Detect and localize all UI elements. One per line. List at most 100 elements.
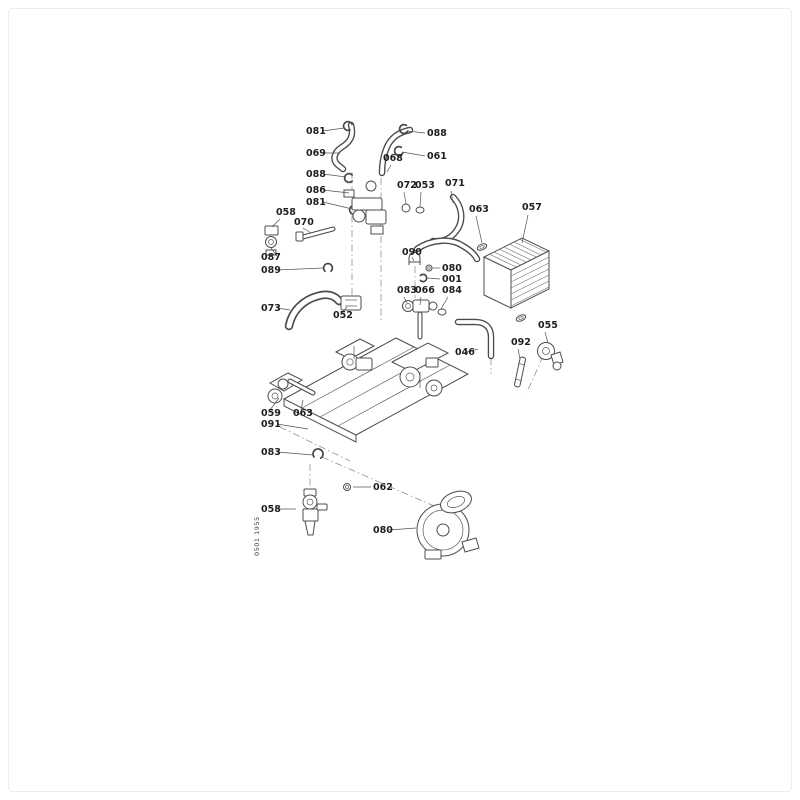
part-label-058a: 058: [276, 207, 296, 218]
pipe-071: [429, 193, 465, 245]
ring-080: [425, 264, 433, 272]
label-leader-080b: [388, 527, 417, 531]
part-label-084: 084: [442, 285, 462, 296]
label-leader-059: [269, 397, 280, 411]
label-leader-087: [270, 247, 278, 257]
label-leader-057: [521, 214, 529, 244]
label-leader-063b: [300, 399, 304, 411]
part-label-071: 071: [445, 178, 465, 189]
valve-058-bottom: [302, 488, 328, 536]
part-label-083a: 083: [397, 285, 417, 296]
part-label-081a: 081: [306, 126, 326, 137]
label-leader-072: [403, 191, 407, 205]
part-055: [537, 342, 564, 371]
pipe-069: [331, 121, 356, 173]
clip-083-bottom: [312, 448, 324, 459]
part-label-081b: 081: [306, 197, 326, 208]
clamp-090: [408, 252, 421, 265]
pipe-046: [454, 318, 495, 360]
label-leader-052: [340, 306, 348, 315]
label-leader-068: [386, 164, 392, 173]
clip-001: [419, 273, 428, 283]
clip-088-mid: [343, 172, 354, 184]
part-label-057: 057: [522, 202, 542, 213]
center-lines: [279, 172, 550, 507]
label-leader-084: [440, 296, 449, 310]
part-label-090: 090: [402, 247, 422, 258]
part-label-092: 092: [511, 337, 531, 348]
part-label-061: 061: [427, 151, 447, 162]
label-leader-086: [322, 189, 350, 194]
heat-exchanger: [482, 237, 551, 309]
part-label-091: 091: [261, 419, 281, 430]
part-label-088a: 088: [427, 128, 447, 139]
label-leader-063a: [475, 215, 483, 244]
central-fitting-cluster: [343, 180, 425, 235]
clip-089: [322, 262, 334, 273]
label-leader-090: [411, 256, 415, 262]
part-label-068: 068: [383, 153, 403, 164]
clip-081-top: [342, 120, 353, 132]
part-label-063a: 063: [469, 204, 489, 215]
part-label-087: 087: [261, 252, 281, 263]
part-label-001: 001: [442, 274, 462, 285]
label-leader-070: [302, 227, 312, 234]
gasket-063-bottom: [515, 314, 527, 322]
part-label-066: 066: [415, 285, 435, 296]
label-leader-001: [426, 277, 441, 280]
t-fitting-083-066: [402, 299, 447, 340]
label-leader-088b: [322, 173, 347, 178]
part-label-083b: 083: [261, 447, 281, 458]
valve-087: [264, 225, 279, 256]
label-leader-058a: [271, 218, 281, 228]
part-label-058b: 058: [261, 504, 281, 515]
part-label-086: 086: [306, 185, 326, 196]
clip-088-top: [398, 123, 409, 135]
gasket-063-top: [476, 243, 488, 251]
label-leader-071: [450, 190, 454, 204]
pipe-to-heat-exchanger: [413, 237, 481, 263]
part-label-069: 069: [306, 148, 326, 159]
label-leader-083b: [276, 451, 314, 456]
part-label-070: 070: [294, 217, 314, 228]
label-leader-055: [544, 331, 549, 344]
part-label-080a: 080: [442, 263, 462, 274]
pump-080: [416, 490, 480, 560]
part-label-080b: 080: [373, 525, 393, 536]
drawing-code: 0501 1955: [253, 516, 261, 556]
part-label-052: 052: [333, 310, 353, 321]
gas-valve-right: [390, 342, 450, 397]
part-label-073: 073: [261, 303, 281, 314]
part-label-072: 072: [397, 180, 417, 191]
part-label-089: 089: [261, 265, 281, 276]
valve-body-center: [334, 338, 376, 371]
bracket-052: [340, 295, 362, 311]
label-leader-088a: [406, 130, 426, 134]
part-label-063b: 063: [293, 408, 313, 419]
part-label-088b: 088: [306, 169, 326, 180]
part-label-046: 046: [455, 347, 475, 358]
label-leader-046: [466, 348, 479, 353]
label-leader-089: [276, 267, 324, 271]
pipe-073: [284, 290, 344, 331]
part-label-055: 055: [538, 320, 558, 331]
clip-061: [393, 145, 404, 157]
part-label-053: 053: [415, 180, 435, 191]
label-leader-092: [517, 348, 521, 360]
o-ring-062: [343, 483, 351, 491]
label-leader-066: [419, 296, 422, 306]
label-leader-053: [419, 191, 422, 208]
label-leader-073: [276, 307, 291, 311]
pipe-070: [295, 226, 336, 242]
part-label-059: 059: [261, 408, 281, 419]
pump-head-059: [267, 372, 316, 404]
label-leader-061: [401, 151, 426, 157]
pipe-068: [378, 126, 414, 177]
label-leader-081a: [322, 127, 345, 132]
label-leader-091: [276, 423, 309, 430]
label-leader-083a: [403, 296, 408, 304]
bracket-092: [514, 356, 526, 388]
